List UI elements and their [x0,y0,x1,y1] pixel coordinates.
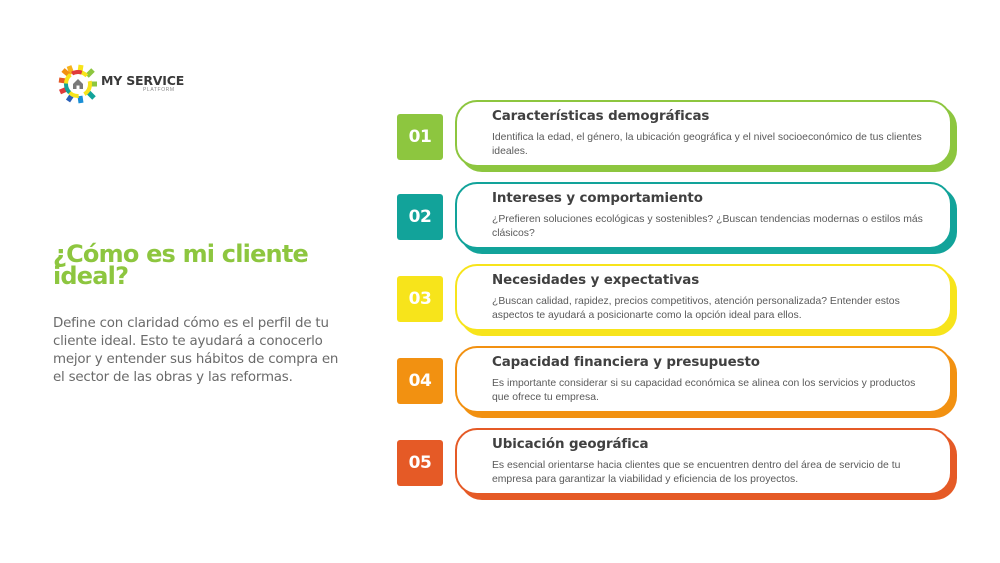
card: Ubicación geográfica Es esencial orienta… [455,428,952,495]
list-item-needs: 03 Necesidades y expectativas ¿Buscan ca… [397,264,957,342]
card: Necesidades y expectativas ¿Buscan calid… [455,264,952,331]
card: Capacidad financiera y presupuesto Es im… [455,346,952,413]
brand-logo: MY SERVICE PLATFORM [57,63,187,105]
card-description: ¿Buscan calidad, rapidez, precios compet… [492,296,900,321]
card-title: Ubicación geográfica [492,437,649,452]
gear-house-icon [57,63,99,105]
card: Intereses y comportamiento ¿Prefieren so… [455,182,952,249]
number-badge: 03 [397,276,443,322]
card-title: Intereses y comportamiento [492,191,703,206]
card: Características demográficas Identifica … [455,100,952,167]
card-title: Características demográficas [492,109,710,124]
logo-subtitle: PLATFORM [143,87,175,94]
card-description: ¿Prefieren soluciones ecológicas y soste… [492,214,923,239]
card-description: Identifica la edad, el género, la ubicac… [492,132,922,157]
intro-description: Define con claridad cómo es el perfil de… [53,316,339,385]
list-item-demographics: 01 Características demográficas Identifi… [397,100,957,178]
list-item-interests: 02 Intereses y comportamiento ¿Prefieren… [397,182,957,260]
card-title: Necesidades y expectativas [492,273,700,288]
page-title: ¿Cómo es mi cliente ideal? [53,240,309,290]
logo-name: MY SERVICE [101,72,185,88]
number-badge: 05 [397,440,443,486]
list-item-location: 05 Ubicación geográfica Es esencial orie… [397,428,957,506]
card-description: Es esencial orientarse hacia clientes qu… [492,460,901,485]
list-item-budget: 04 Capacidad financiera y presupuesto Es… [397,346,957,424]
number-badge: 02 [397,194,443,240]
card-title: Capacidad financiera y presupuesto [492,355,760,370]
number-badge: 04 [397,358,443,404]
card-description: Es importante considerar si su capacidad… [492,378,916,403]
number-badge: 01 [397,114,443,160]
